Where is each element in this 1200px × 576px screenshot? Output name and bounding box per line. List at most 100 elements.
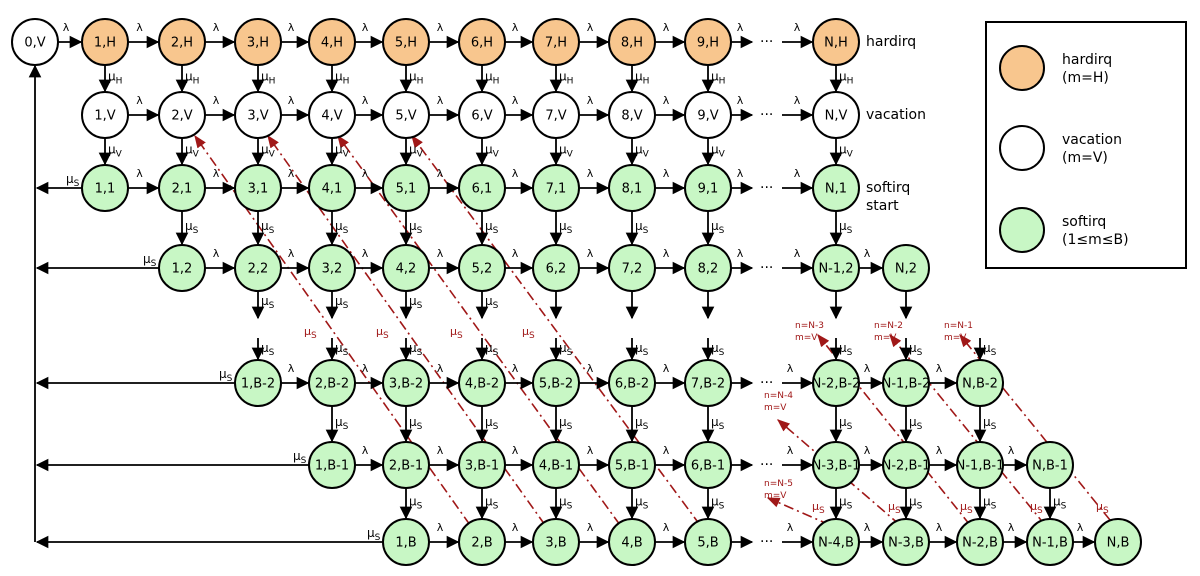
state-circle xyxy=(882,359,930,407)
state-circle xyxy=(158,244,206,292)
mu-label: μV xyxy=(559,143,574,160)
lambda-label: λ xyxy=(213,167,220,180)
lambda-label: λ xyxy=(587,362,594,375)
state-sb2_8: N-1,B-2 xyxy=(882,359,930,407)
state-h6: 7,H xyxy=(532,18,580,66)
mu-label: μH xyxy=(108,70,122,87)
mu-label: μH xyxy=(409,70,423,87)
state-s1_1: 2,1 xyxy=(158,164,206,212)
state-sb2_4: 5,B-2 xyxy=(532,359,580,407)
lambda-label: λ xyxy=(512,362,519,375)
state-circle xyxy=(158,91,206,139)
lambda-label: λ xyxy=(737,94,744,107)
state-circle xyxy=(458,18,506,66)
state-circle xyxy=(882,244,930,292)
state-label: 9,1 xyxy=(698,182,719,197)
state-s2_9: N,2 xyxy=(882,244,930,292)
mu-label: μS xyxy=(261,219,275,236)
state-circle xyxy=(532,164,580,212)
state-circle xyxy=(308,18,356,66)
state-sb1_8: N-1,B-1 xyxy=(956,441,1004,489)
state-sb_7: N-2,B xyxy=(956,518,1004,566)
lambda-label: λ xyxy=(936,521,943,534)
state-label: 6,2 xyxy=(546,262,567,277)
state-circle xyxy=(684,164,732,212)
ellipsis: ··· xyxy=(760,260,773,276)
state-s1_7: 8,1 xyxy=(608,164,656,212)
lambda-label: λ xyxy=(288,247,295,260)
state-circle xyxy=(382,164,430,212)
ellipsis: ··· xyxy=(760,457,773,473)
mu-label: μS xyxy=(485,294,499,311)
state-label: 3,H xyxy=(247,36,269,51)
legend-label: softirq xyxy=(1062,214,1106,230)
mu-label: μS xyxy=(485,495,499,512)
state-h9: N,H xyxy=(812,18,860,66)
lambda-label: λ xyxy=(737,167,744,180)
mu-label: μS xyxy=(409,219,423,236)
lambda-label: λ xyxy=(587,21,594,34)
mu-label: μS xyxy=(409,495,423,512)
legend-label: vacation xyxy=(1062,132,1122,148)
lambda-label: λ xyxy=(587,167,594,180)
state-circle xyxy=(234,359,282,407)
mu-label: μS xyxy=(485,341,499,358)
state-sb2_7: N-2,B-2 xyxy=(812,359,860,407)
state-s1_2: 3,1 xyxy=(234,164,282,212)
state-label: 2,B-2 xyxy=(315,377,349,392)
state-v5: 6,V xyxy=(458,91,506,139)
lambda-label: λ xyxy=(213,21,220,34)
state-s2_4: 5,2 xyxy=(458,244,506,292)
lambda-label: λ xyxy=(787,521,794,534)
mu-label: μV xyxy=(635,143,650,160)
lambda-label: λ xyxy=(512,21,519,34)
state-circle xyxy=(382,244,430,292)
lambda-label: λ xyxy=(663,444,670,457)
state-sb1_4: 5,B-1 xyxy=(608,441,656,489)
state-circle xyxy=(382,518,430,566)
lambda-label: λ xyxy=(362,247,369,260)
mu-label: μS xyxy=(1096,500,1109,516)
lambda-label: λ xyxy=(864,362,871,375)
state-circle xyxy=(458,164,506,212)
state-circle xyxy=(308,164,356,212)
state-circle xyxy=(234,244,282,292)
lambda-label: λ xyxy=(362,444,369,457)
lambda-label: λ xyxy=(437,167,444,180)
mu-label: μS xyxy=(711,415,725,432)
mu-label: μH xyxy=(185,70,199,87)
state-label: 4,H xyxy=(321,36,343,51)
state-v1: 2,V xyxy=(158,91,206,139)
state-sb_0: 1,B xyxy=(382,518,430,566)
mu-label: μS xyxy=(635,219,649,236)
lambda-label: λ xyxy=(794,167,801,180)
lambda-label: λ xyxy=(362,94,369,107)
state-label: N,V xyxy=(825,109,848,124)
state-label: 3,2 xyxy=(322,262,343,277)
mu-label: μS xyxy=(219,367,233,384)
state-h1: 2,H xyxy=(158,18,206,66)
state-s1_9: N,1 xyxy=(812,164,860,212)
mu-label: μS xyxy=(559,415,573,432)
state-s1_3: 4,1 xyxy=(308,164,356,212)
state-circle xyxy=(956,359,1004,407)
state-label: 4,1 xyxy=(322,182,343,197)
mu-label: μS xyxy=(711,341,725,358)
state-label: 3,V xyxy=(247,109,268,124)
state-circle xyxy=(608,441,656,489)
state-sb_3: 4,B xyxy=(608,518,656,566)
mu-label: μS xyxy=(185,219,199,236)
red-state-label: m=V xyxy=(764,403,787,413)
mu-label: μS xyxy=(983,495,997,512)
state-circle xyxy=(684,518,732,566)
legend-sublabel: (1≤m≤B) xyxy=(1062,232,1129,248)
lambda-label: λ xyxy=(864,521,871,534)
state-circle xyxy=(532,18,580,66)
legend-label: hardirq xyxy=(1062,52,1112,68)
ellipsis: ··· xyxy=(760,34,773,50)
mu-label: μV xyxy=(409,143,424,160)
mu-label: μS xyxy=(143,252,157,269)
state-v7: 8,V xyxy=(608,91,656,139)
state-label: 6,1 xyxy=(472,182,493,197)
red-state-label: m=V xyxy=(944,333,967,343)
